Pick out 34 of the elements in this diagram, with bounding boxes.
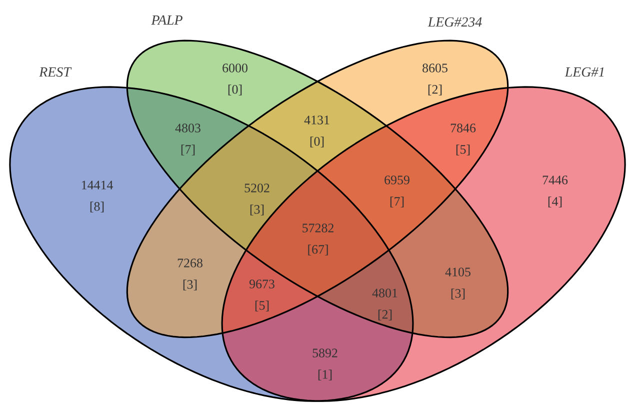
region-count: 4131 xyxy=(304,116,330,124)
region-count: [7] xyxy=(181,144,195,156)
region-count: 7268 xyxy=(178,258,202,268)
region-count: [8] xyxy=(90,202,104,212)
region-count: [5] xyxy=(456,144,470,156)
region-count: [0] xyxy=(228,84,242,96)
region-count: [3] xyxy=(183,280,197,290)
region-count: 4105 xyxy=(445,268,470,276)
set-name: LEG#1 xyxy=(564,67,604,77)
set-name: REST xyxy=(39,67,72,77)
region-count: 5202 xyxy=(244,184,270,192)
region-count: 14414 xyxy=(82,180,113,190)
region-count: [7] xyxy=(390,196,404,208)
region-count: [2] xyxy=(378,310,392,320)
region-count: [67] xyxy=(308,244,328,256)
region-count: [1] xyxy=(318,370,332,380)
region-count: 5892 xyxy=(312,348,338,358)
region-count: [5] xyxy=(255,300,269,312)
region-count: 4801 xyxy=(372,288,398,298)
region-count: 7846 xyxy=(450,124,476,132)
region-count: 9673 xyxy=(249,280,274,288)
region-count: [0] xyxy=(310,136,324,148)
region-count: 4803 xyxy=(175,124,200,132)
region-count: 6959 xyxy=(384,176,410,184)
set-name: PALP xyxy=(151,15,182,25)
region-count: 6000 xyxy=(222,64,248,72)
region-count: [3] xyxy=(250,204,264,216)
region-count: 57282 xyxy=(302,224,334,232)
region-count: 8605 xyxy=(422,64,448,72)
region-count: [2] xyxy=(428,84,442,96)
region-count: 7446 xyxy=(542,176,568,184)
region-count: [4] xyxy=(548,196,562,208)
region-count: [3] xyxy=(451,288,465,300)
set-name: LEG#234 xyxy=(428,17,482,27)
